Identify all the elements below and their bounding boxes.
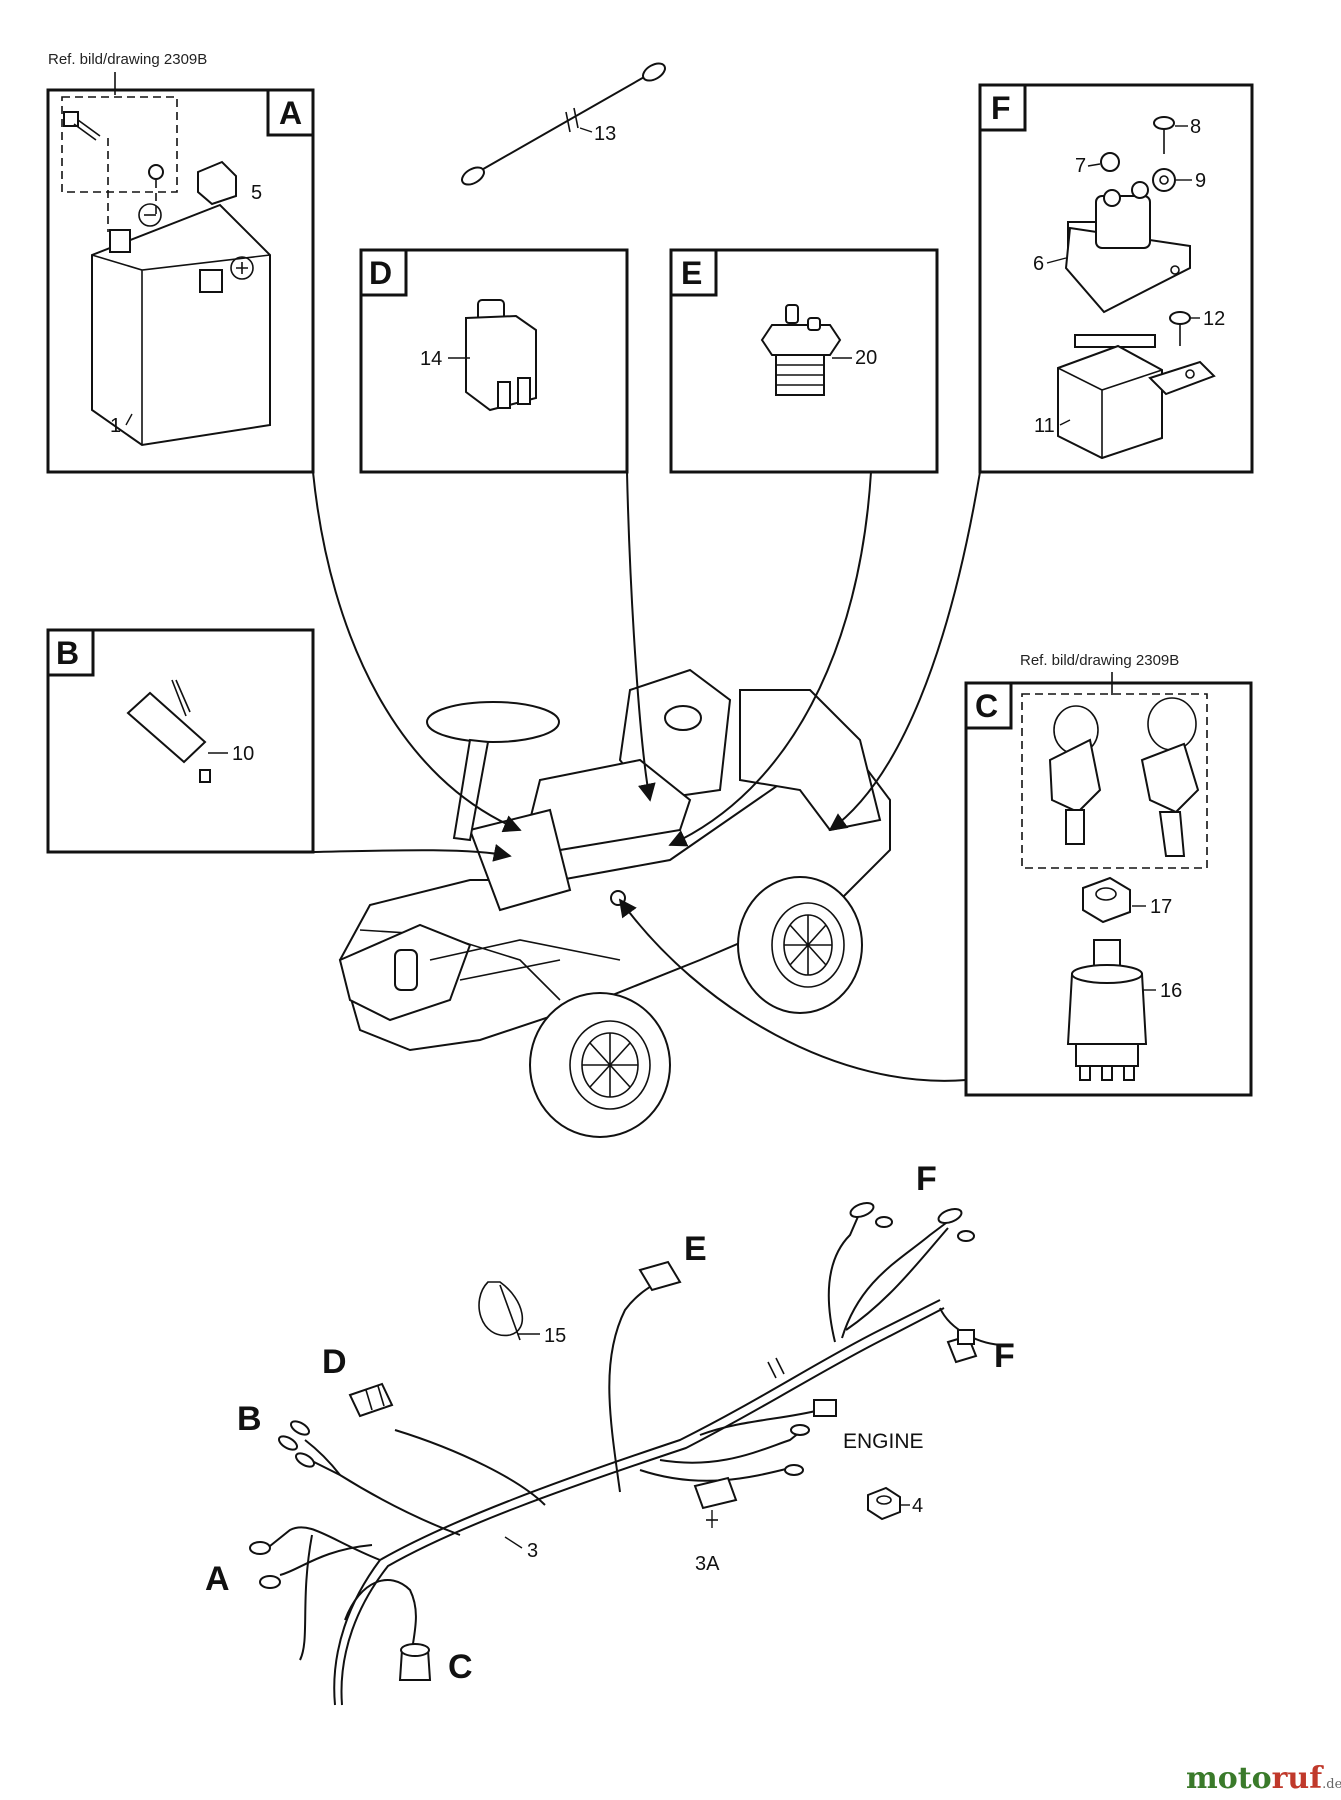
panel-b-letter: B (56, 635, 79, 671)
part-number-9: 9 (1195, 170, 1206, 192)
panel-b-frame (46, 628, 315, 854)
harness-label-f-side: F (994, 1337, 1015, 1375)
panel-f: F 7 8 9 (978, 83, 1254, 474)
part-number-1: 1 (110, 415, 121, 437)
part-number-7: 7 (1075, 155, 1086, 177)
part-number-12: 12 (1203, 308, 1225, 330)
panel-a: Ref. bild/drawing 2309B A 5 1 (46, 51, 315, 474)
part-number-3a: 3A (695, 1553, 720, 1575)
watermark-brand: motoruf (1186, 1761, 1324, 1796)
part-number-5: 5 (251, 182, 262, 204)
svg-text:motoruf.de: motoruf.de (1186, 1761, 1341, 1796)
harness-label-d: D (322, 1343, 347, 1381)
reference-label-right: Ref. bild/drawing 2309B (1020, 652, 1179, 669)
panel-c-tag (964, 681, 1013, 730)
harness-label-engine: ENGINE (843, 1430, 924, 1453)
reference-dashed-box-c (1021, 693, 1208, 869)
harness-label-e: E (684, 1230, 707, 1268)
harness-label-b: B (237, 1400, 262, 1438)
harness-label-c: C (448, 1648, 473, 1686)
panel-f-frame (978, 83, 1254, 474)
panel-e-frame (669, 248, 939, 474)
harness-label-a: A (205, 1560, 230, 1598)
panel-f-tag (978, 83, 1027, 132)
part-number-20: 20 (855, 347, 877, 369)
panel-c-letter: C (975, 688, 998, 724)
part-number-8: 8 (1190, 116, 1201, 138)
cable-tie (478, 1281, 524, 1341)
panel-a-tag (266, 88, 315, 137)
relay-screw (1169, 311, 1191, 346)
seat-switch (465, 299, 537, 412)
panel-e-letter: E (681, 255, 702, 291)
part-number-10: 10 (232, 743, 254, 765)
ignition-nut (1082, 876, 1131, 924)
solenoid (1064, 181, 1191, 314)
panel-a-letter: A (279, 95, 302, 131)
panel-d-frame (359, 248, 629, 474)
panel-b-tag (46, 628, 95, 677)
ignition-key (1140, 697, 1200, 857)
watermark-brand-part-1: moto (1186, 1761, 1272, 1796)
brake-switch (126, 679, 211, 783)
panel-d: D 14 (359, 248, 629, 474)
panel-c: Ref. bild/drawing 2309B C 1 (964, 652, 1253, 1097)
watermark-suffix: .de (1322, 1777, 1341, 1792)
part-number-11: 11 (1034, 415, 1055, 437)
panel-b: B 10 (46, 628, 315, 854)
part-number-6: 6 (1033, 253, 1044, 275)
connector-arrows (312, 471, 981, 1082)
part-number-17: 17 (1150, 896, 1172, 918)
panel-d-letter: D (369, 255, 392, 291)
battery-terminal-bolt (63, 111, 101, 141)
part-number-4: 4 (912, 1495, 923, 1517)
watermark-brand-part-2: ruf (1272, 1761, 1325, 1796)
ignition-switch (1066, 939, 1148, 1081)
panel-f-letter: F (991, 90, 1011, 126)
battery-terminal-nut (148, 164, 164, 180)
oil-pressure-switch (760, 304, 842, 396)
part-number-13: 13 (594, 123, 616, 145)
panel-d-tag (359, 248, 408, 297)
reference-label-top-left: Ref. bild/drawing 2309B (48, 51, 207, 68)
watermark-logo: motoruf.de (1186, 1761, 1341, 1796)
nut-4 (867, 1486, 901, 1521)
solenoid-washer (1152, 168, 1176, 192)
riding-mower (338, 668, 891, 1138)
reference-dashed-box-a (61, 96, 178, 193)
panel-e: E 20 (669, 248, 939, 474)
part-number-3: 3 (527, 1540, 538, 1562)
front-wheel (529, 992, 671, 1138)
panel-c-frame (964, 681, 1253, 1097)
solenoid-nut (1100, 152, 1120, 172)
panel-a-frame (46, 88, 315, 474)
solenoid-screw (1153, 116, 1175, 154)
wiring-harness (249, 1202, 1006, 1706)
battery (91, 203, 271, 447)
ignition-key-tag (1048, 705, 1102, 845)
part-number-14: 14 (420, 348, 442, 370)
part-number-16: 16 (1160, 980, 1182, 1002)
harness-label-f-top: F (916, 1160, 937, 1198)
ground-cable (461, 62, 666, 186)
terminal-cover (197, 160, 237, 206)
part-number-15: 15 (544, 1325, 566, 1347)
panel-e-tag (669, 248, 718, 297)
rear-wheel (737, 876, 863, 1014)
relay (1057, 334, 1216, 460)
